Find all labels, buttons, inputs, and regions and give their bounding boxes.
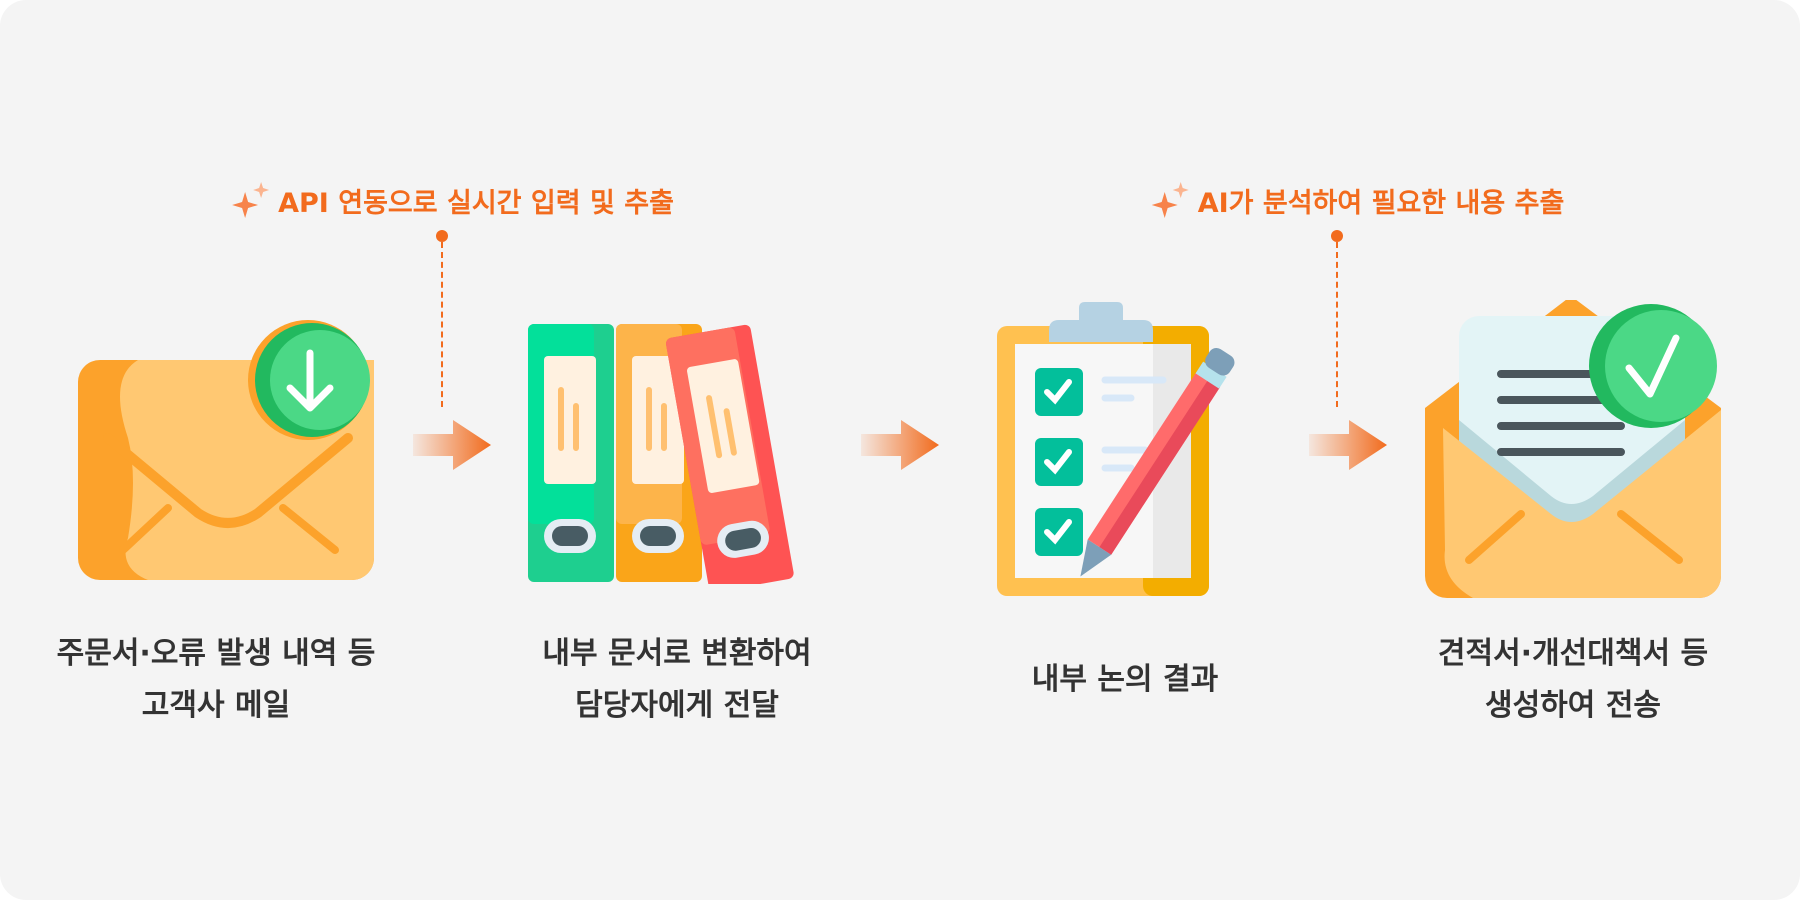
caption-line: 내부 논의 결과 [1031, 662, 1219, 697]
caption-line: 주문서·오류 발생 내역 등 [56, 636, 376, 671]
caption-line: 견적서·개선대책서 등 [1437, 636, 1709, 671]
sparkle-icon [1151, 182, 1189, 218]
caption-line: 생성하여 전송 [1484, 688, 1662, 723]
checkbox-icon [1035, 508, 1083, 556]
arrow-right-icon [861, 420, 939, 470]
connector-dot [1331, 230, 1343, 242]
callout-label: AI가 분석하여 필요한 내용 추출 [1197, 187, 1565, 219]
connector-line [1336, 242, 1338, 407]
callout-api: API 연동으로 실시간 입력 및 추출 [232, 180, 674, 220]
binders-icon [528, 324, 794, 584]
email-download-icon [78, 320, 374, 580]
clipboard-checklist-icon [997, 302, 1235, 596]
step-caption: 내부 문서로 변환하여 담당자에게 전달 [467, 628, 887, 732]
connector-dot [436, 230, 448, 242]
email-sent-icon [1425, 300, 1721, 598]
caption-line: 고객사 메일 [141, 688, 291, 723]
step-caption: 견적서·개선대책서 등 생성하여 전송 [1363, 628, 1783, 732]
step-caption: 주문서·오류 발생 내역 등 고객사 메일 [6, 628, 426, 732]
checkbox-icon [1035, 368, 1083, 416]
callout-ai: AI가 분석하여 필요한 내용 추출 [1151, 180, 1565, 220]
checkbox-icon [1035, 438, 1083, 486]
arrow-right-icon [413, 420, 491, 470]
caption-line: 내부 문서로 변환하여 [542, 636, 812, 671]
sparkle-icon [232, 182, 270, 218]
pencil-icon [1080, 347, 1235, 577]
connector-line [441, 242, 443, 407]
caption-line: 담당자에게 전달 [575, 688, 779, 723]
step-caption: 내부 논의 결과 [915, 654, 1335, 706]
callout-label: API 연동으로 실시간 입력 및 추출 [278, 187, 674, 219]
arrow-right-icon [1309, 420, 1387, 470]
